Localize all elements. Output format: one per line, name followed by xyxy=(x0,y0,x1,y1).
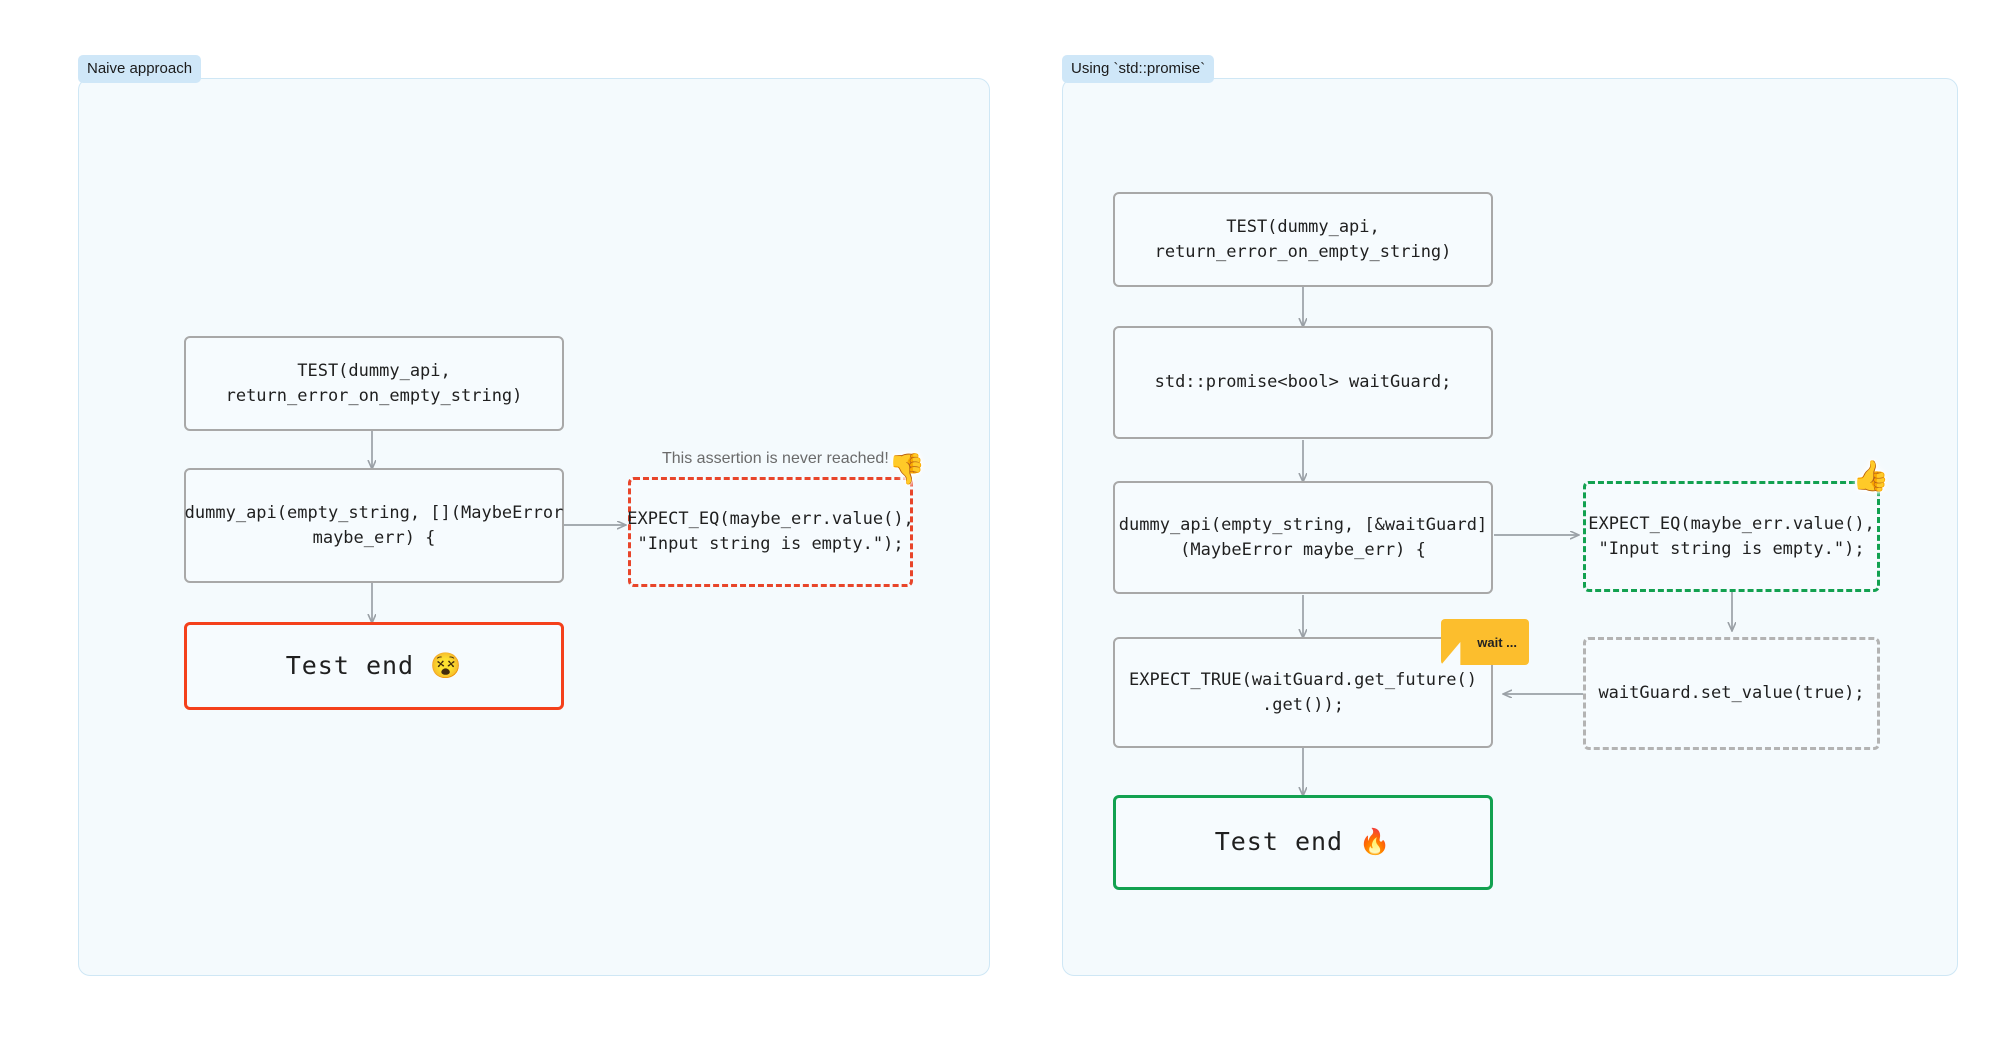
node-expect-true-wait[interactable]: EXPECT_TRUE(waitGuard.get_future() .get(… xyxy=(1113,637,1493,748)
panel-label-std-promise: Using `std::promise` xyxy=(1062,55,1215,83)
node-set-value[interactable]: waitGuard.set_value(true); xyxy=(1583,637,1880,750)
thumbs-up-icon: 👍 xyxy=(1852,460,1890,493)
node-dummy-api-call-left[interactable]: dummy_api(empty_string, [](MaybeError ma… xyxy=(184,468,564,583)
node-expect-eq-right[interactable]: EXPECT_EQ(maybe_err.value(), "Input stri… xyxy=(1583,481,1880,592)
node-test-end-left[interactable]: Test end 😵 xyxy=(184,622,564,710)
thumbs-down-icon: 👎 xyxy=(888,453,926,486)
node-test-declaration-right[interactable]: TEST(dummy_api, return_error_on_empty_st… xyxy=(1113,192,1493,287)
node-dummy-api-call-right[interactable]: dummy_api(empty_string, [&waitGuard] (Ma… xyxy=(1113,481,1493,594)
node-expect-eq-left[interactable]: EXPECT_EQ(maybe_err.value(), "Input stri… xyxy=(627,477,914,587)
caption-assertion-never-reached: This assertion is never reached! xyxy=(662,450,889,467)
node-test-end-right[interactable]: Test end 🔥 xyxy=(1113,795,1493,890)
node-promise-declaration[interactable]: std::promise<bool> waitGuard; xyxy=(1113,326,1493,439)
panel-label-naive-approach: Naive approach xyxy=(78,55,202,83)
node-test-declaration-left[interactable]: TEST(dummy_api, return_error_on_empty_st… xyxy=(184,336,564,431)
